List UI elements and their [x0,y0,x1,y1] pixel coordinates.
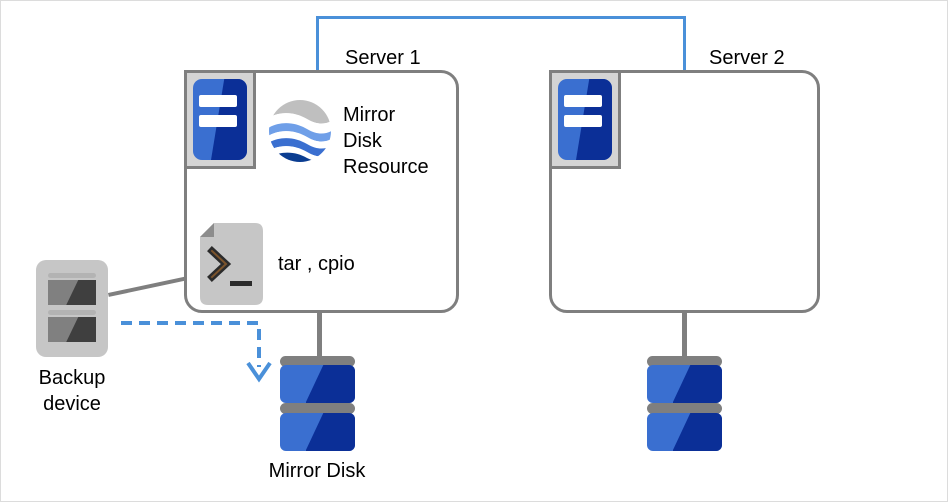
server2-title: Server 2 [709,47,785,69]
server-icon-body [193,79,247,160]
backup-data-flow-arrow [121,321,272,383]
backup-device-label-line-1: Backup [38,367,106,389]
backup-device-icon[interactable] [36,260,108,357]
server2-disk-band-1 [647,356,722,367]
server2-disk-platter-2 [647,413,722,451]
mirror-disk-platter-2 [280,413,355,451]
disk-stack-icon[interactable] [647,356,722,456]
backup-device-to-server1-link [108,276,188,297]
server-icon [549,70,621,169]
server2-to-disk-stem [682,313,687,361]
backup-device-platter-1 [47,280,97,306]
disk-stack-icon[interactable] [280,356,355,456]
backup-device-band-1 [47,273,97,278]
mirror-disk-label: Mirror Disk [268,460,366,482]
server1-to-mirror-disk-stem [317,313,322,361]
script-terminal-icon [200,223,263,305]
server-icon-body [558,79,612,160]
backup-device-platter-2 [47,317,97,343]
mirror-disk-resource-label-line-2: Disk [343,130,382,152]
server-icon-slot-1 [564,95,603,108]
server-icon-slot-2 [564,114,603,127]
server-icon-slot-2 [199,114,238,127]
mirror-disk-resource-label-line-1: Mirror [343,104,396,126]
mirror-disk-resource-icon [269,100,331,162]
mirror-disk-band-2 [280,403,355,414]
server2-disk-platter-2-shading [672,413,722,451]
server2-disk-platter-1 [647,365,722,403]
mirror-link-left-segment [316,16,319,71]
server2-disk-band-2 [647,403,722,414]
server-icon-slot-1 [199,95,238,108]
mirror-disk-platter-1 [280,365,355,403]
mirror-disk-platter-1-shading [305,365,355,403]
mirror-disk-platter-2-shading [305,413,355,451]
server-icon [184,70,256,169]
mirror-disk-resource-label-line-3: Resource [343,156,429,178]
server2-box[interactable] [549,70,820,313]
mirror-link-right-segment [683,16,686,71]
server2-disk-platter-1-shading [672,365,722,403]
script-command-label: tar , cpio [278,253,355,275]
backup-device-label-line-2: device [43,393,101,415]
mirror-disk-band-1 [280,356,355,367]
backup-device-platter-1-shading [66,280,97,306]
backup-device-band-2 [47,310,97,315]
backup-device-platter-2-shading [66,317,97,343]
server1-title: Server 1 [345,47,421,69]
mirror-link-top-segment [316,16,686,19]
